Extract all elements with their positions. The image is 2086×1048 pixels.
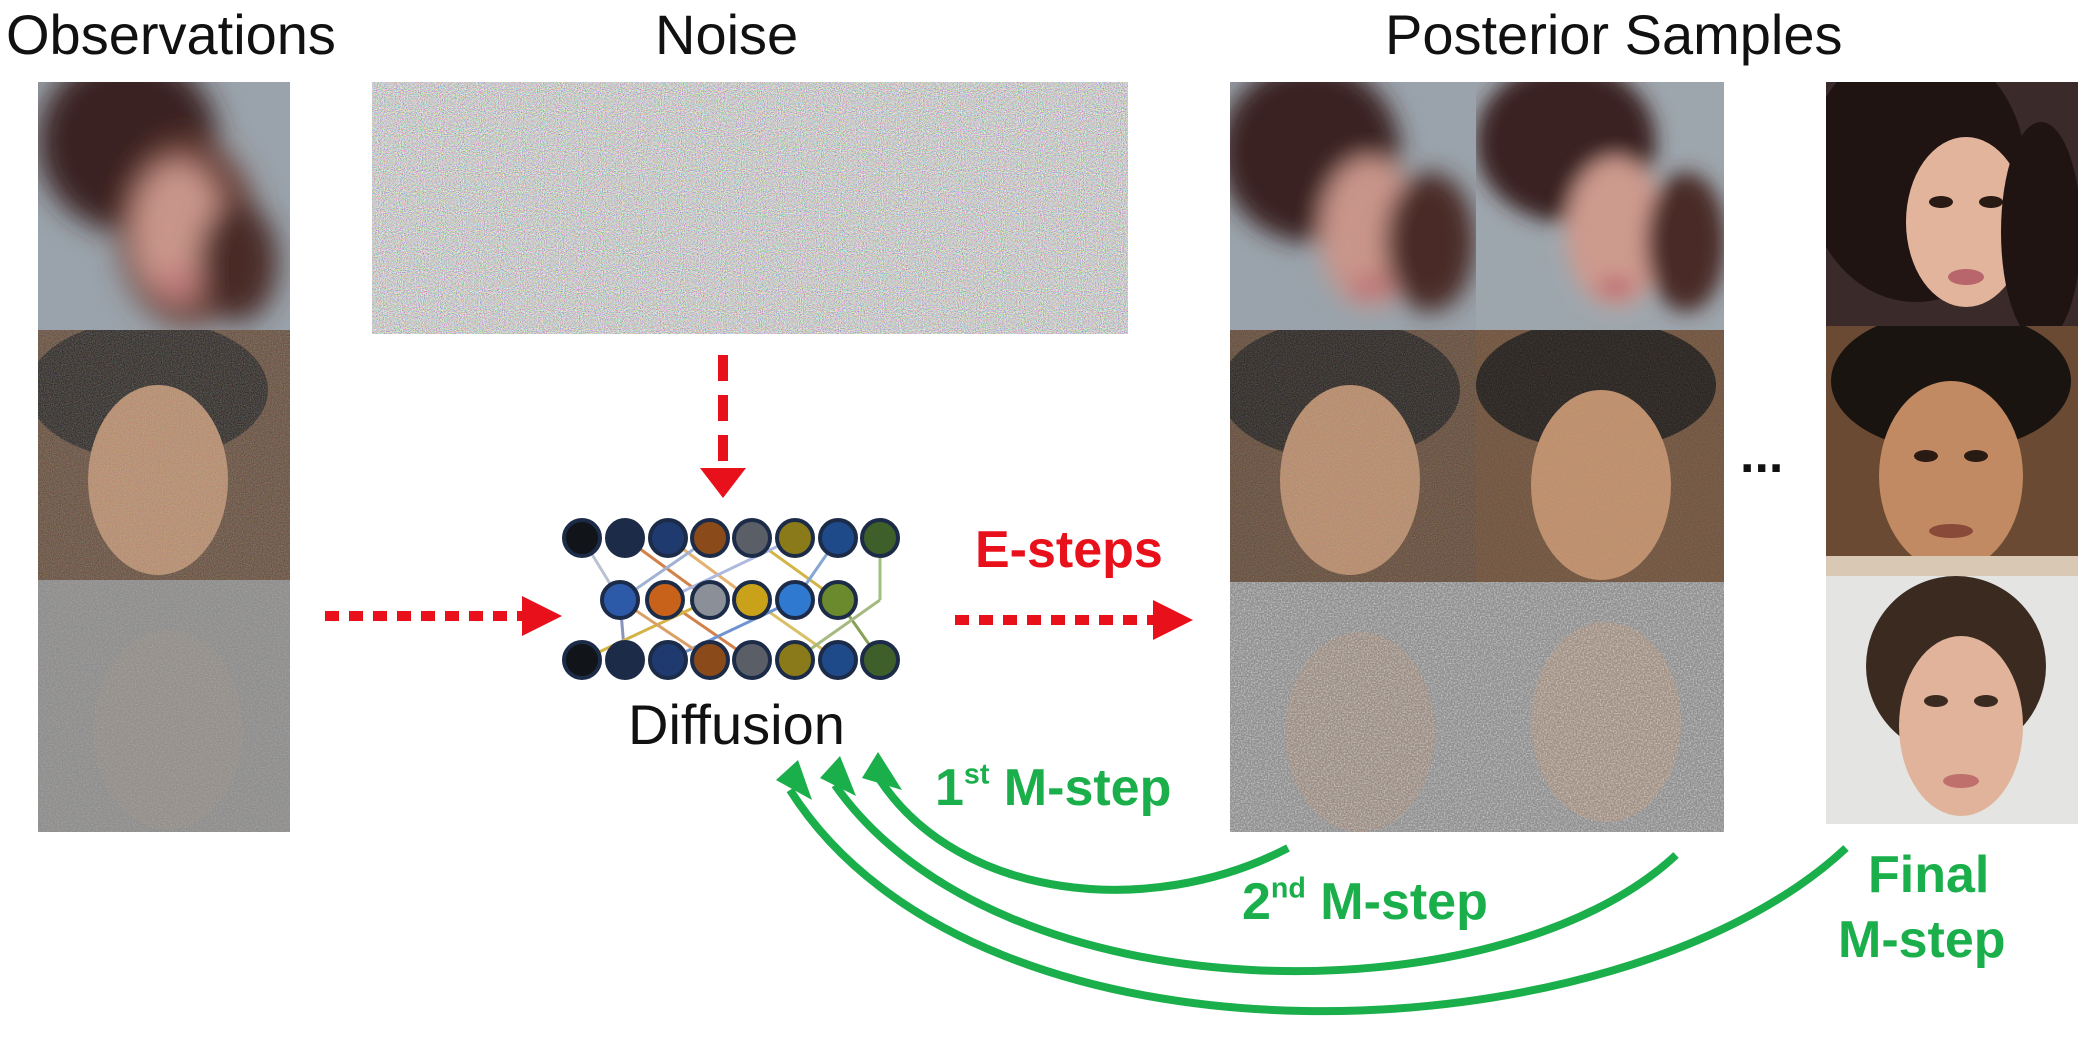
final-sample-face-2 xyxy=(1826,326,2078,576)
posterior-sample-noisy-1 xyxy=(1230,330,1476,582)
posterior-arrowhead xyxy=(1153,600,1193,640)
final-mstep-arrowhead xyxy=(776,760,812,800)
network-layer-2 xyxy=(600,580,858,620)
second-mstep-arrowhead xyxy=(820,756,856,796)
first-mstep-arrowhead xyxy=(862,752,902,790)
header-observations: Observations xyxy=(6,3,336,66)
final-mstep-arrow xyxy=(786,787,1849,1016)
esteps-label: E-steps xyxy=(975,521,1163,579)
final-mstep-label-line1: Final xyxy=(1868,846,1990,904)
posterior-sample-blurred-2 xyxy=(1476,82,1724,330)
posterior-sample-noisy-2 xyxy=(1476,330,1724,582)
final-sample-face-3 xyxy=(1826,576,2078,824)
first-mstep-arrow xyxy=(876,777,1290,894)
observation-noisy-face xyxy=(38,330,290,580)
second-mstep-arrow xyxy=(831,782,1679,976)
observation-blurred-face xyxy=(38,82,290,330)
noise-arrowhead xyxy=(700,468,746,498)
network-layer-3 xyxy=(562,640,900,680)
second-mstep-label: 2nd M-step xyxy=(1242,872,1488,931)
header-noise: Noise xyxy=(655,3,799,66)
network-layer-1 xyxy=(562,518,900,558)
posterior-sample-masked-2 xyxy=(1476,582,1724,832)
final-sample-face-1 xyxy=(1826,82,2078,326)
posterior-sample-masked-1 xyxy=(1230,582,1476,832)
final-mstep-label-line2: M-step xyxy=(1838,911,2006,969)
diffusion-label: Diffusion xyxy=(628,693,845,756)
observation-masked-face xyxy=(38,580,290,832)
first-mstep-label: 1st M-step xyxy=(935,758,1172,817)
ellipsis: ... xyxy=(1740,426,1784,484)
noise-image xyxy=(372,82,1128,334)
posterior-sample-blurred-1 xyxy=(1230,82,1476,330)
observations-arrowhead xyxy=(522,596,562,636)
header-posterior-samples: Posterior Samples xyxy=(1385,3,1843,66)
